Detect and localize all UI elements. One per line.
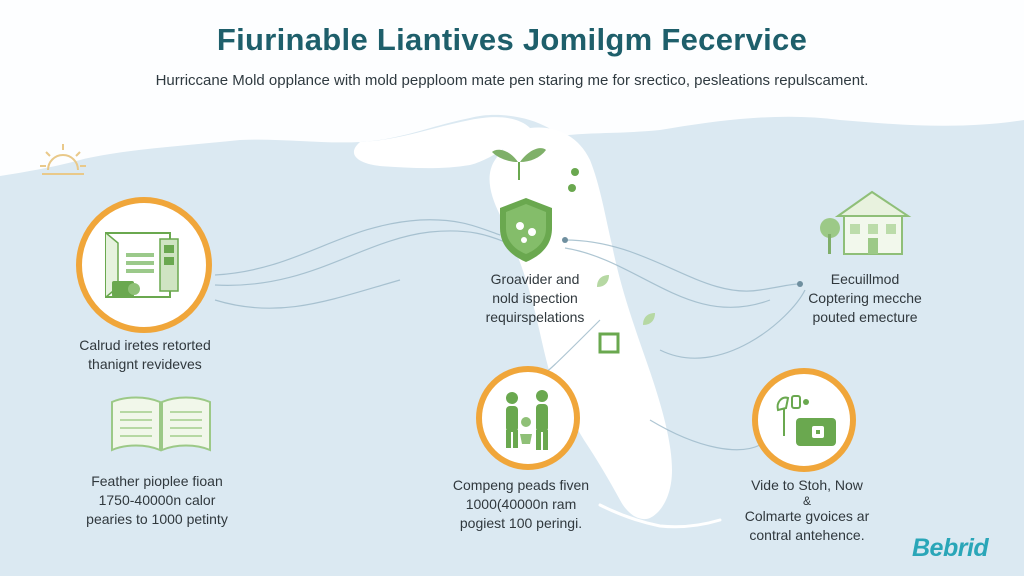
workers-icon (506, 390, 548, 450)
house-icon (820, 190, 912, 255)
mold-spots-icon (568, 168, 579, 192)
center-line-3: requirspelations (485, 309, 585, 325)
leaf-fan-icon (492, 148, 546, 180)
left-bottom-line-3: pearies to 1000 petinty (86, 511, 228, 527)
left-bottom-caption: Feather pioplee fioan 1750-40000n calor … (62, 472, 252, 529)
square-marker-icon (598, 332, 620, 354)
book-icon (111, 396, 211, 452)
small-leaf-icon (597, 275, 609, 287)
right-bottom-line-4: contral antehence. (749, 527, 865, 543)
right-bottom-caption: Vide to Stoh, Now & Colmarte gvoices ar … (712, 476, 902, 545)
left-bottom-line-1: Feather pioplee fioan (91, 473, 223, 489)
right-top-caption: Eecuillmod Coptering mecche pouted emect… (770, 270, 960, 327)
left-bottom-line-2: 1750-40000n calor (98, 492, 216, 508)
center-bottom-line-3: pogiest 100 peringi. (459, 515, 583, 531)
inspection-room-badge (76, 197, 212, 333)
right-bottom-line-2: & (802, 494, 811, 508)
center-bottom-line-1: Compeng peads fiven (452, 477, 590, 493)
center-bottom-caption: Compeng peads fiven 1000(40000n ram pogi… (426, 476, 616, 533)
workers-badge (476, 366, 580, 470)
center-line-2: nold ispection (492, 290, 578, 306)
tools-badge (752, 368, 856, 472)
brand-logo: Bebrid (912, 534, 989, 562)
left-top-caption: Calrud iretes retorted thanignt revideve… (50, 336, 240, 374)
tools-icon (776, 395, 836, 446)
land-north (0, 0, 1024, 176)
page-subtitle: Hurriccane Mold opplance with mold peppl… (155, 72, 869, 89)
right-bottom-line-1: Vide to Stoh, Now (751, 477, 863, 493)
keys (598, 503, 722, 529)
left-top-line-2: thanignt revideves (88, 356, 202, 372)
right-bottom-line-3: Colmarte gvoices ar (744, 508, 870, 524)
right-top-line-2: Coptering mecche (808, 290, 922, 306)
land-panhandle (353, 117, 530, 169)
page-title: Fiurinable Liantives Jomilgm Fecervice (216, 22, 808, 57)
right-top-line-1: Eecuillmod (830, 271, 900, 287)
right-top-line-3: pouted emecture (812, 309, 918, 325)
shield-icon (500, 198, 552, 262)
small-leaf-icon-2 (643, 313, 655, 325)
room-icon (105, 232, 179, 298)
center-caption: Groavider and nold ispection requirspela… (440, 270, 630, 327)
sun-icon (40, 144, 86, 175)
left-top-line-1: Calrud iretes retorted (79, 337, 211, 353)
center-bottom-line-2: 1000(40000n ram (465, 496, 577, 512)
center-line-1: Groavider and (490, 271, 580, 287)
